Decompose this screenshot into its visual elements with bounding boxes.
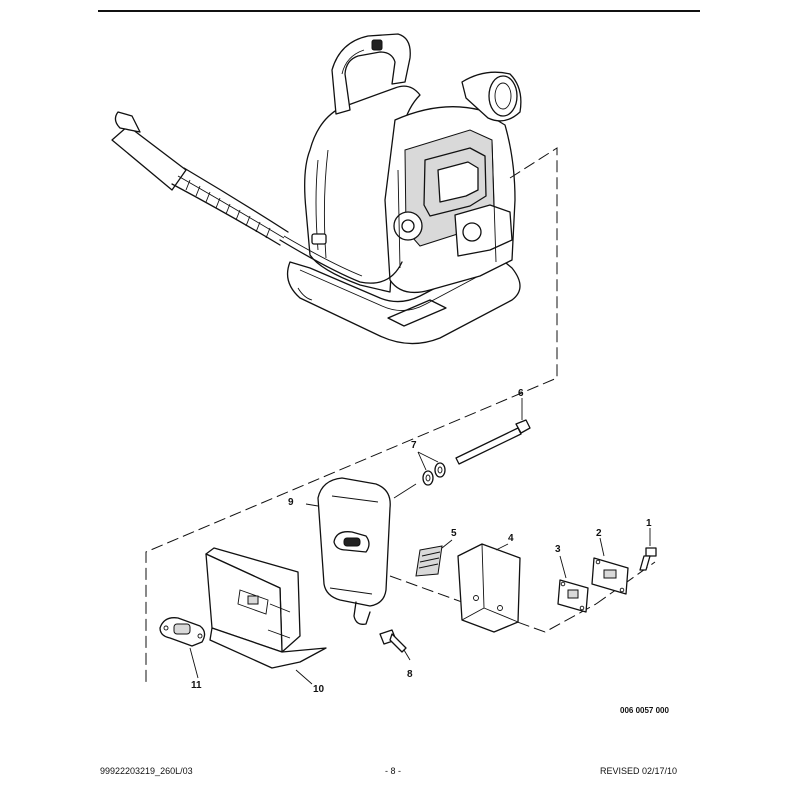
callout-4: 4: [508, 533, 514, 544]
callout-2: 2: [596, 528, 602, 539]
figure-number: 006 0057 000: [620, 706, 669, 715]
callout-10: 10: [313, 684, 325, 695]
part-7-washers: [393, 451, 446, 499]
top-rule: [98, 10, 700, 12]
callout-1: 1: [646, 518, 652, 529]
footer-revision-date: REVISED 02/17/10: [600, 766, 678, 776]
part-9-muffler: [305, 477, 391, 625]
callout-3: 3: [555, 544, 561, 555]
callout-7: 7: [411, 440, 417, 451]
part-10-bracket: [205, 547, 327, 685]
part-2-gasket: [591, 537, 629, 595]
footer-document-code: 99922203219_260L/03: [100, 766, 193, 776]
assembly-frame: [145, 147, 558, 685]
blower-assembly: [111, 33, 522, 345]
part-11-gasket: [159, 617, 206, 679]
part-8-screw: [379, 629, 411, 661]
callout-9: 9: [288, 497, 294, 508]
part-5-screen: [415, 539, 453, 577]
footer-page-number: - 8 -: [385, 766, 402, 776]
callout-5: 5: [451, 528, 457, 539]
part-1-screw: [639, 528, 657, 571]
part-6-bolt: [455, 398, 531, 465]
callout-6: 6: [518, 388, 524, 399]
part-3-gasket: [557, 555, 589, 613]
callout-11: 11: [191, 680, 202, 691]
callout-8: 8: [407, 669, 413, 680]
part-4-heat-shield: [457, 543, 521, 633]
